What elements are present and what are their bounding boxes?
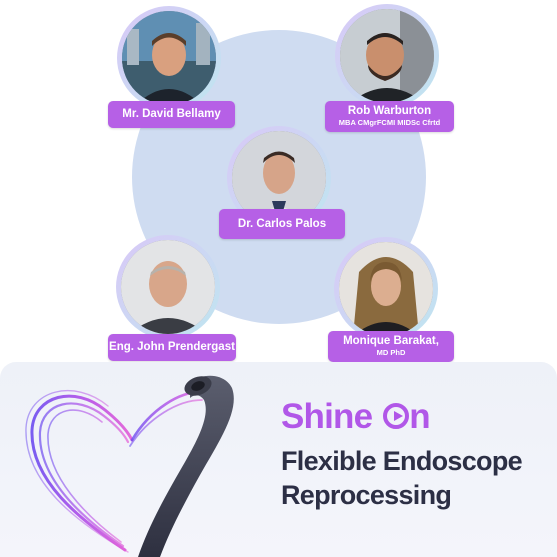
speaker-photo	[340, 9, 434, 103]
avatar-ring	[335, 4, 439, 108]
speaker-name: Rob Warburton	[347, 105, 432, 117]
speaker-credentials: MBA CMgrFCMI MIDSc Cfrtd	[338, 118, 441, 127]
speaker-photo	[122, 11, 216, 105]
speaker-name: Eng. John Prendergast	[109, 341, 235, 353]
headline-part: Shine	[281, 397, 382, 436]
speaker-name: Dr. Carlos Palos	[237, 218, 327, 230]
speaker-name-badge: Eng. John Prendergast	[108, 334, 236, 361]
play-circle-icon	[383, 403, 410, 429]
avatar-ring	[117, 6, 221, 110]
speaker-credentials: MD PhD	[376, 348, 406, 357]
avatar-ring	[334, 237, 438, 341]
avatar-ring	[116, 235, 220, 339]
speaker-name-badge: Dr. Carlos Palos	[219, 209, 345, 239]
speaker-name-badge: Monique Barakat, MD PhD	[328, 331, 454, 362]
speaker-name: Mr. David Bellamy	[122, 108, 221, 120]
headline-shine-on: Shine n	[281, 397, 431, 437]
speaker-name: Monique Barakat,	[343, 335, 439, 347]
speaker-photo	[121, 240, 215, 334]
speaker-photo	[339, 242, 433, 336]
speaker-name-badge: Mr. David Bellamy	[108, 101, 235, 128]
headline-reprocessing: Reprocessing	[281, 480, 452, 510]
heart-endoscope-illustration	[25, 375, 234, 557]
headline-flexible-endoscope: Flexible Endoscope	[281, 446, 523, 476]
speaker-name-badge: Rob Warburton MBA CMgrFCMI MIDSc Cfrtd	[325, 101, 454, 132]
headline-part: n	[409, 397, 430, 436]
